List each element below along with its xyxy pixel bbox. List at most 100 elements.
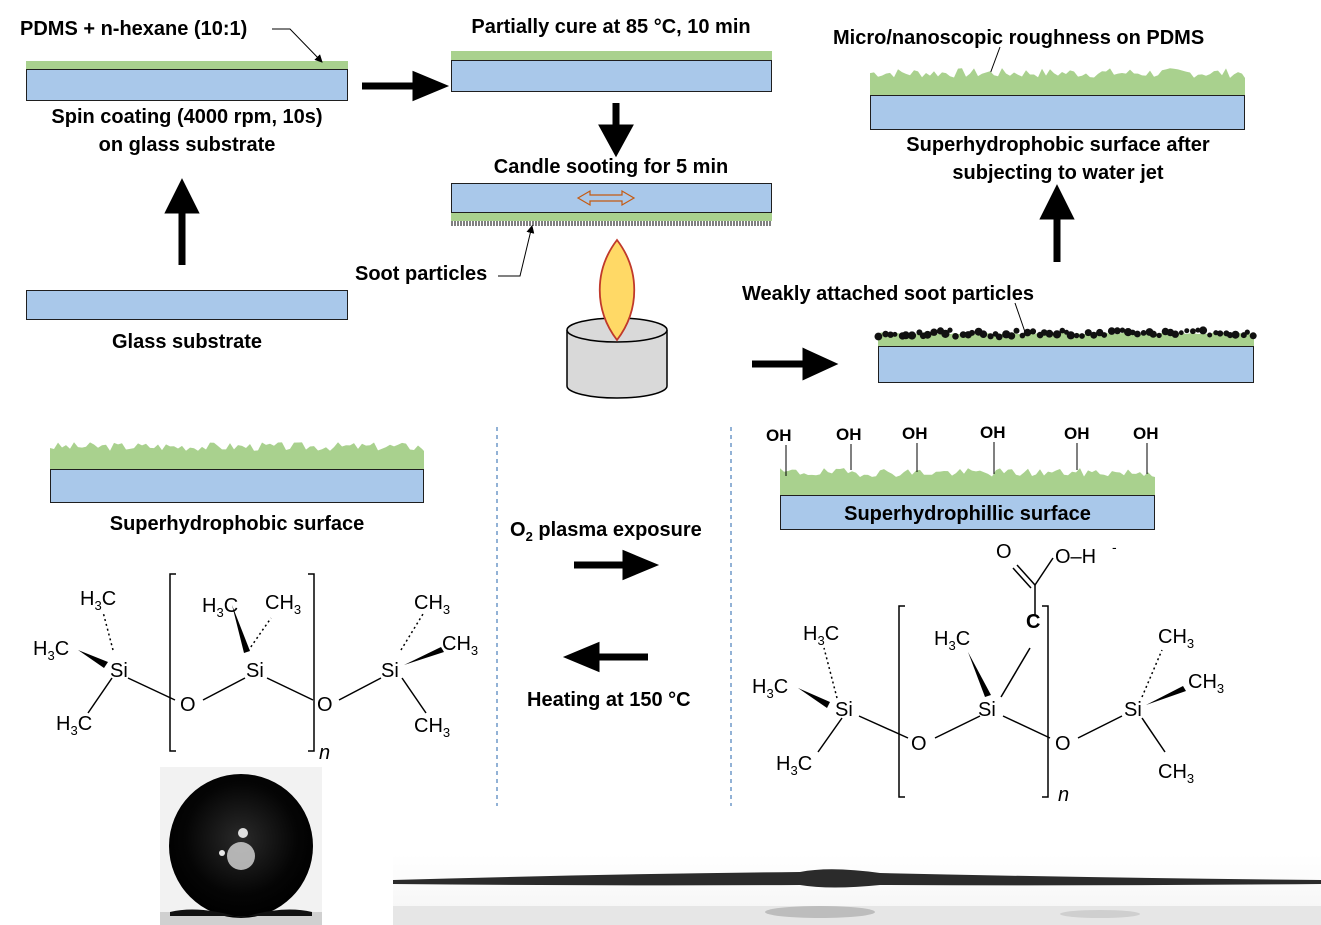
svg-text:CH3: CH3: [1158, 761, 1194, 786]
svg-text:H3C: H3C: [202, 595, 238, 620]
svg-text:Si: Si: [381, 660, 399, 682]
soot-particle: [1207, 332, 1213, 338]
heating-label: Heating at 150 °C: [527, 689, 691, 711]
pdms-layer-soot: [451, 213, 772, 221]
roughness-leader-line: [989, 46, 1001, 75]
svg-text:Si: Si: [246, 660, 264, 682]
soot-particles-label: Soot particles: [355, 263, 488, 285]
soot-particle: [1023, 328, 1032, 337]
svg-text:O: O: [911, 733, 927, 755]
svg-text:O–H: O–H: [1055, 546, 1096, 568]
superhydrophobic-label: Superhydrophobic surface: [109, 513, 365, 535]
soot-particle: [1059, 327, 1066, 334]
soot-particle: [882, 330, 889, 338]
hydroxyl-label: OH: [1133, 424, 1159, 443]
o2-subscript: 2: [525, 529, 533, 544]
soot-particle: [969, 329, 975, 336]
weak-soot-leader-line: [1014, 302, 1026, 333]
soot-particle: [1184, 328, 1190, 334]
wedge-bond: [798, 688, 830, 708]
pdms-atoms-right: O O–H - C H3C H3C H3C Si O H3C Si O n Si…: [752, 539, 1224, 806]
svg-text:Si: Si: [110, 660, 128, 682]
soot-particle: [907, 331, 917, 340]
svg-text:O: O: [180, 694, 196, 716]
soot-particle: [1107, 327, 1116, 335]
soot-particle: [1217, 330, 1224, 337]
spin-coating-line1: Spin coating (4000 rpm, 10s): [51, 106, 323, 128]
glass-slab-soot: [451, 183, 772, 213]
hydroxyl-label: OH: [1064, 424, 1090, 443]
weak-soot-label: Weakly attached soot particles: [742, 283, 1034, 305]
rough-pdms-superhydrophobic: [50, 442, 424, 469]
soot-particle: [887, 331, 894, 338]
hydroxyl-label: OH: [836, 425, 862, 444]
wedge-bond: [232, 605, 250, 653]
hydroxyl-label: OH: [766, 426, 792, 445]
soot-particle: [1084, 329, 1092, 337]
soot-particle: [1178, 330, 1184, 336]
soot-particle: [874, 332, 883, 341]
soot-particle: [1199, 326, 1208, 335]
soot-particle: [1073, 332, 1080, 339]
pdms-atoms-left: H3C H3C H3C Si O H3C CH3 Si O n Si CH3 C…: [33, 588, 478, 764]
pdms-structure-left: [87, 573, 427, 752]
spin-coating-label: Spin coating (4000 rpm, 10s) on glass su…: [26, 105, 348, 157]
rough-pdms-top: [870, 68, 1245, 95]
soot-particle: [892, 331, 898, 337]
wedge-bond: [1146, 686, 1186, 705]
after-water-jet-label: Superhydrophobic surface after subjectin…: [858, 133, 1258, 185]
svg-text:O: O: [996, 541, 1012, 563]
after-water-jet-line1: Superhydrophobic surface after: [906, 134, 1210, 156]
pdms-structure-right: [817, 557, 1166, 798]
wedge-bond: [78, 650, 108, 668]
soot-particle: [1119, 327, 1126, 333]
glass-substrate-label: Glass substrate: [111, 331, 263, 353]
svg-text:H3C: H3C: [776, 753, 812, 778]
hydroxyl-label: OH: [902, 424, 928, 443]
svg-text:H3C: H3C: [803, 623, 839, 648]
glass-slab-rough-top: [870, 95, 1245, 130]
droplet-photo-superhydrophobic: [160, 767, 322, 925]
soot-particle: [1113, 327, 1121, 335]
soot-particle: [1007, 332, 1016, 340]
svg-text:CH3: CH3: [1158, 626, 1194, 651]
pdms-layer-cure: [451, 51, 772, 60]
soot-particle: [1140, 330, 1147, 336]
glass-slab-cure: [451, 60, 772, 92]
soot-particle: [1101, 332, 1108, 338]
svg-text:CH3: CH3: [442, 633, 478, 658]
hydroxyl-stems: [785, 442, 1148, 476]
soot-particle: [1171, 330, 1180, 338]
process-arrows: [164, 70, 1075, 673]
glass-slab-weak-soot: [878, 346, 1254, 383]
soot-particle: [1227, 332, 1234, 339]
svg-text:Si: Si: [835, 699, 853, 721]
soot-particle: [1190, 328, 1196, 335]
svg-text:H3C: H3C: [33, 638, 69, 663]
soot-particle: [952, 333, 959, 340]
svg-text:CH3: CH3: [414, 592, 450, 617]
soot-particle: [1149, 330, 1157, 338]
svg-text:C: C: [1026, 611, 1040, 633]
o2-letter: O: [510, 519, 526, 541]
roughness-label: Micro/nanoscopic roughness on PDMS: [833, 27, 1205, 49]
soot-particle: [1079, 333, 1085, 339]
soot-particle: [1090, 331, 1098, 339]
soot-particle: [1066, 331, 1075, 340]
soot-particle: [1156, 332, 1162, 339]
o2-plasma-text: plasma exposure: [532, 519, 702, 541]
soot-particle: [1124, 328, 1133, 337]
soot-particle: [947, 327, 953, 333]
superhydrophilic-label: Superhydrophillic surface: [844, 503, 1091, 525]
svg-text:H3C: H3C: [934, 628, 970, 653]
soot-particle: [1244, 329, 1250, 335]
soot-particle: [1013, 327, 1020, 334]
droplet-photo-superhydrophilic: [393, 855, 1321, 925]
wedge-bond: [404, 647, 444, 665]
soot-particle: [923, 330, 932, 339]
glass-slab-spin: [26, 69, 348, 101]
glass-slab-bare: [26, 290, 348, 320]
soot-particle: [901, 331, 910, 340]
after-water-jet-line2: subjecting to water jet: [952, 162, 1164, 184]
